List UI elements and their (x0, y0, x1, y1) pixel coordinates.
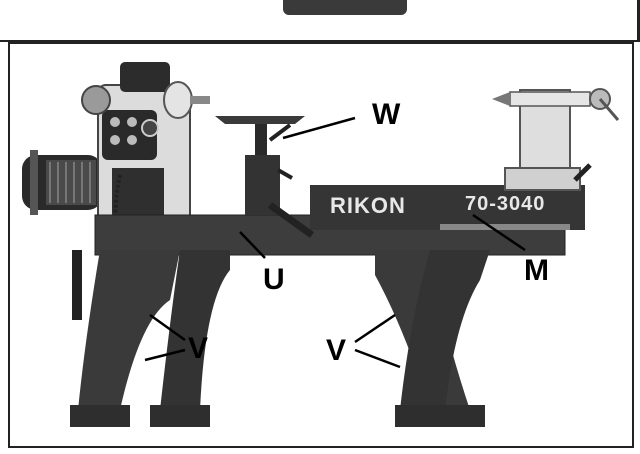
top-tab-decoration (283, 0, 407, 15)
label-u: U (263, 263, 285, 296)
tailstock (492, 88, 620, 191)
label-v-left: V (188, 332, 209, 365)
label-v-right: V (326, 334, 347, 367)
label-m: M (524, 254, 549, 287)
label-w: W (372, 98, 401, 131)
power-cord (113, 174, 122, 246)
stand-legs (70, 250, 490, 427)
right-edge-line (637, 0, 640, 40)
tool-rest (215, 116, 315, 238)
lathe-bed (94, 185, 585, 256)
callout-leaders (144, 116, 526, 369)
brand-name: RIKON (330, 193, 406, 218)
top-rule (0, 40, 640, 42)
model-number: 70-3040 (465, 193, 546, 215)
motor (22, 150, 102, 215)
headstock (81, 62, 210, 226)
